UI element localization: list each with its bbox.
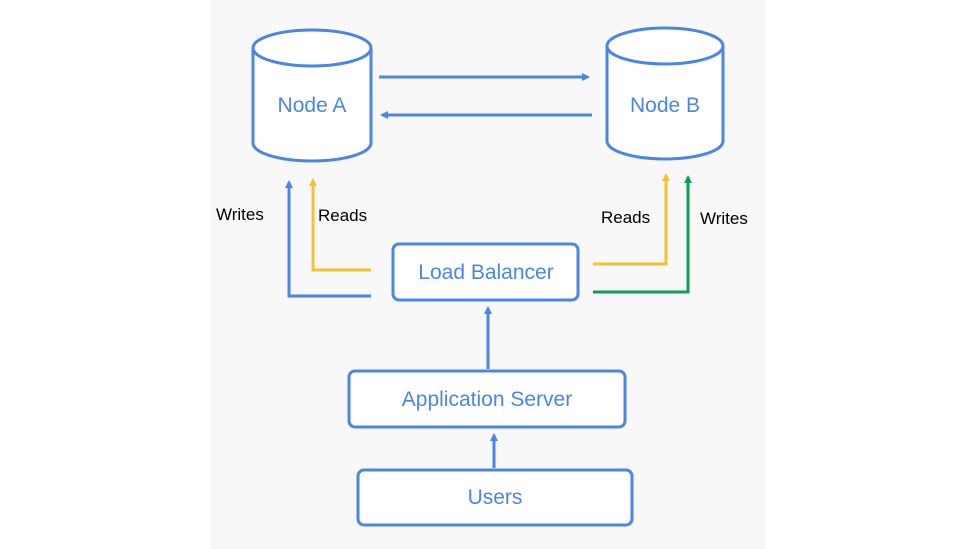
reads-left-label: Reads (318, 206, 367, 225)
node-b-label: Node B (630, 94, 700, 117)
arrow-writes-to-node-b (593, 175, 692, 294)
arrow-reads-to-node-a (309, 178, 371, 272)
load-balancer-box: Load Balancer (391, 242, 580, 302)
writes-left-label: Writes (216, 205, 264, 224)
node-a-label: Node A (278, 94, 347, 117)
users-box: Users (356, 468, 634, 527)
node-a-database: Node A (251, 28, 373, 163)
application-server-box: Application Server (347, 369, 627, 429)
load-balancer-label: Load Balancer (418, 261, 553, 284)
users-label: Users (468, 486, 523, 509)
writes-right-label: Writes (700, 209, 748, 228)
reads-right-label: Reads (601, 208, 650, 227)
arrow-writes-to-node-a (285, 180, 371, 298)
arrow-reads-to-node-b (593, 173, 670, 266)
node-b-database: Node B (605, 26, 725, 161)
application-server-label: Application Server (402, 388, 572, 411)
